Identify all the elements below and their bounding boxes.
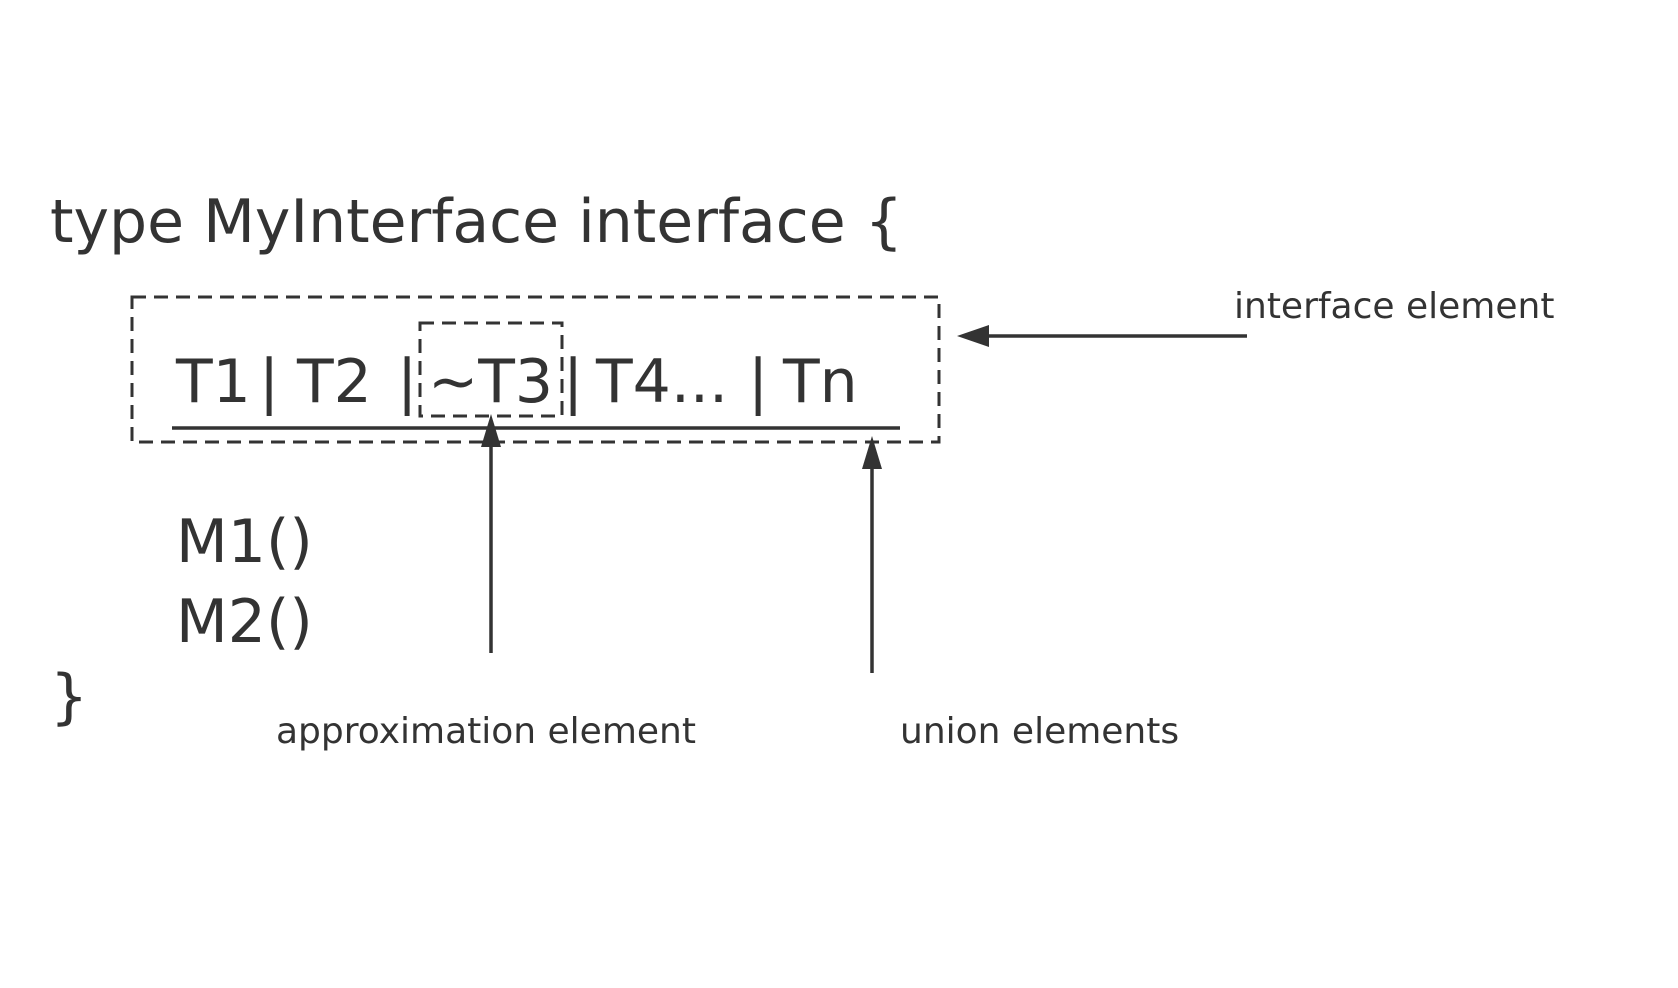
interface-element-arrowhead <box>957 325 989 347</box>
type-term-t4: T4... <box>595 347 728 417</box>
approximation-element-arrowhead <box>481 414 501 447</box>
approximation-element-label: approximation element <box>276 711 696 752</box>
union-elements-arrowhead <box>862 436 882 469</box>
union-separator: | <box>259 347 279 417</box>
type-term-t2: T2 <box>296 347 372 417</box>
interface-element-label: interface element <box>1234 286 1554 327</box>
interface-element-box <box>130 295 941 444</box>
method-m1: M1() <box>176 507 313 577</box>
approximation-element-box <box>418 321 564 418</box>
closing-brace: } <box>50 662 88 732</box>
type-term-tn: Tn <box>782 347 858 417</box>
union-elements-label: union elements <box>900 711 1179 752</box>
type-term-approx-t3: ~T3 <box>428 347 553 417</box>
union-separator: | <box>397 347 417 417</box>
union-separator: | <box>563 347 583 417</box>
type-term-t1: T1 <box>175 347 251 417</box>
interface-declaration-header: type MyInterface interface { <box>50 187 903 257</box>
union-separator: | <box>748 347 768 417</box>
method-m2: M2() <box>176 587 313 657</box>
